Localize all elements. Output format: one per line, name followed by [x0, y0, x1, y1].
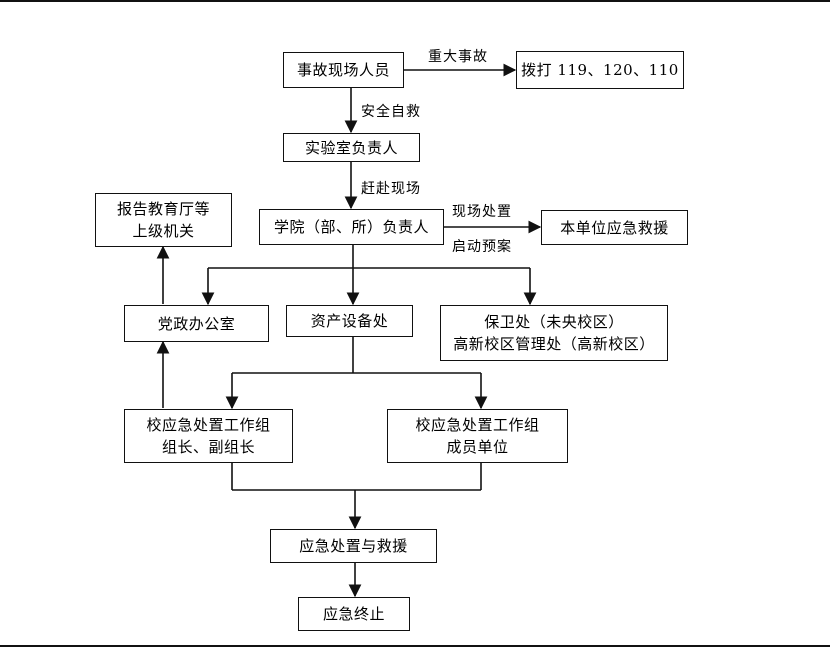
- node-asset-dept: 资产设备处: [286, 305, 413, 337]
- top-rule: [0, 0, 830, 2]
- node-emergency-rescue: 应急处置与救援: [270, 529, 437, 563]
- label-rush-to-site: 赶赴现场: [361, 181, 421, 197]
- label-start-plan: 启动预案: [452, 239, 512, 255]
- node-on-site-personnel: 事故现场人员: [283, 52, 404, 88]
- label-on-site-handling: 现场处置: [452, 204, 512, 220]
- node-unit-rescue: 本单位应急救援: [541, 210, 688, 245]
- node-group-leader: 校应急处置工作组 组长、副组长: [124, 409, 293, 463]
- node-lab-head: 实验室负责人: [283, 133, 420, 162]
- bottom-rule: [0, 645, 830, 647]
- label-self-rescue: 安全自救: [361, 104, 421, 120]
- node-group-members: 校应急处置工作组 成员单位: [387, 409, 568, 463]
- node-emergency-end: 应急终止: [298, 597, 410, 631]
- node-college-head: 学院（部、所）负责人: [259, 209, 444, 245]
- node-security-dept: 保卫处（未央校区） 高新校区管理处（高新校区）: [440, 305, 668, 361]
- label-major-accident: 重大事故: [428, 49, 488, 65]
- node-report-superior: 报告教育厅等 上级机关: [95, 193, 232, 247]
- node-call-emergency: 拨打 119、120、110: [516, 51, 684, 89]
- node-party-office: 党政办公室: [124, 305, 269, 342]
